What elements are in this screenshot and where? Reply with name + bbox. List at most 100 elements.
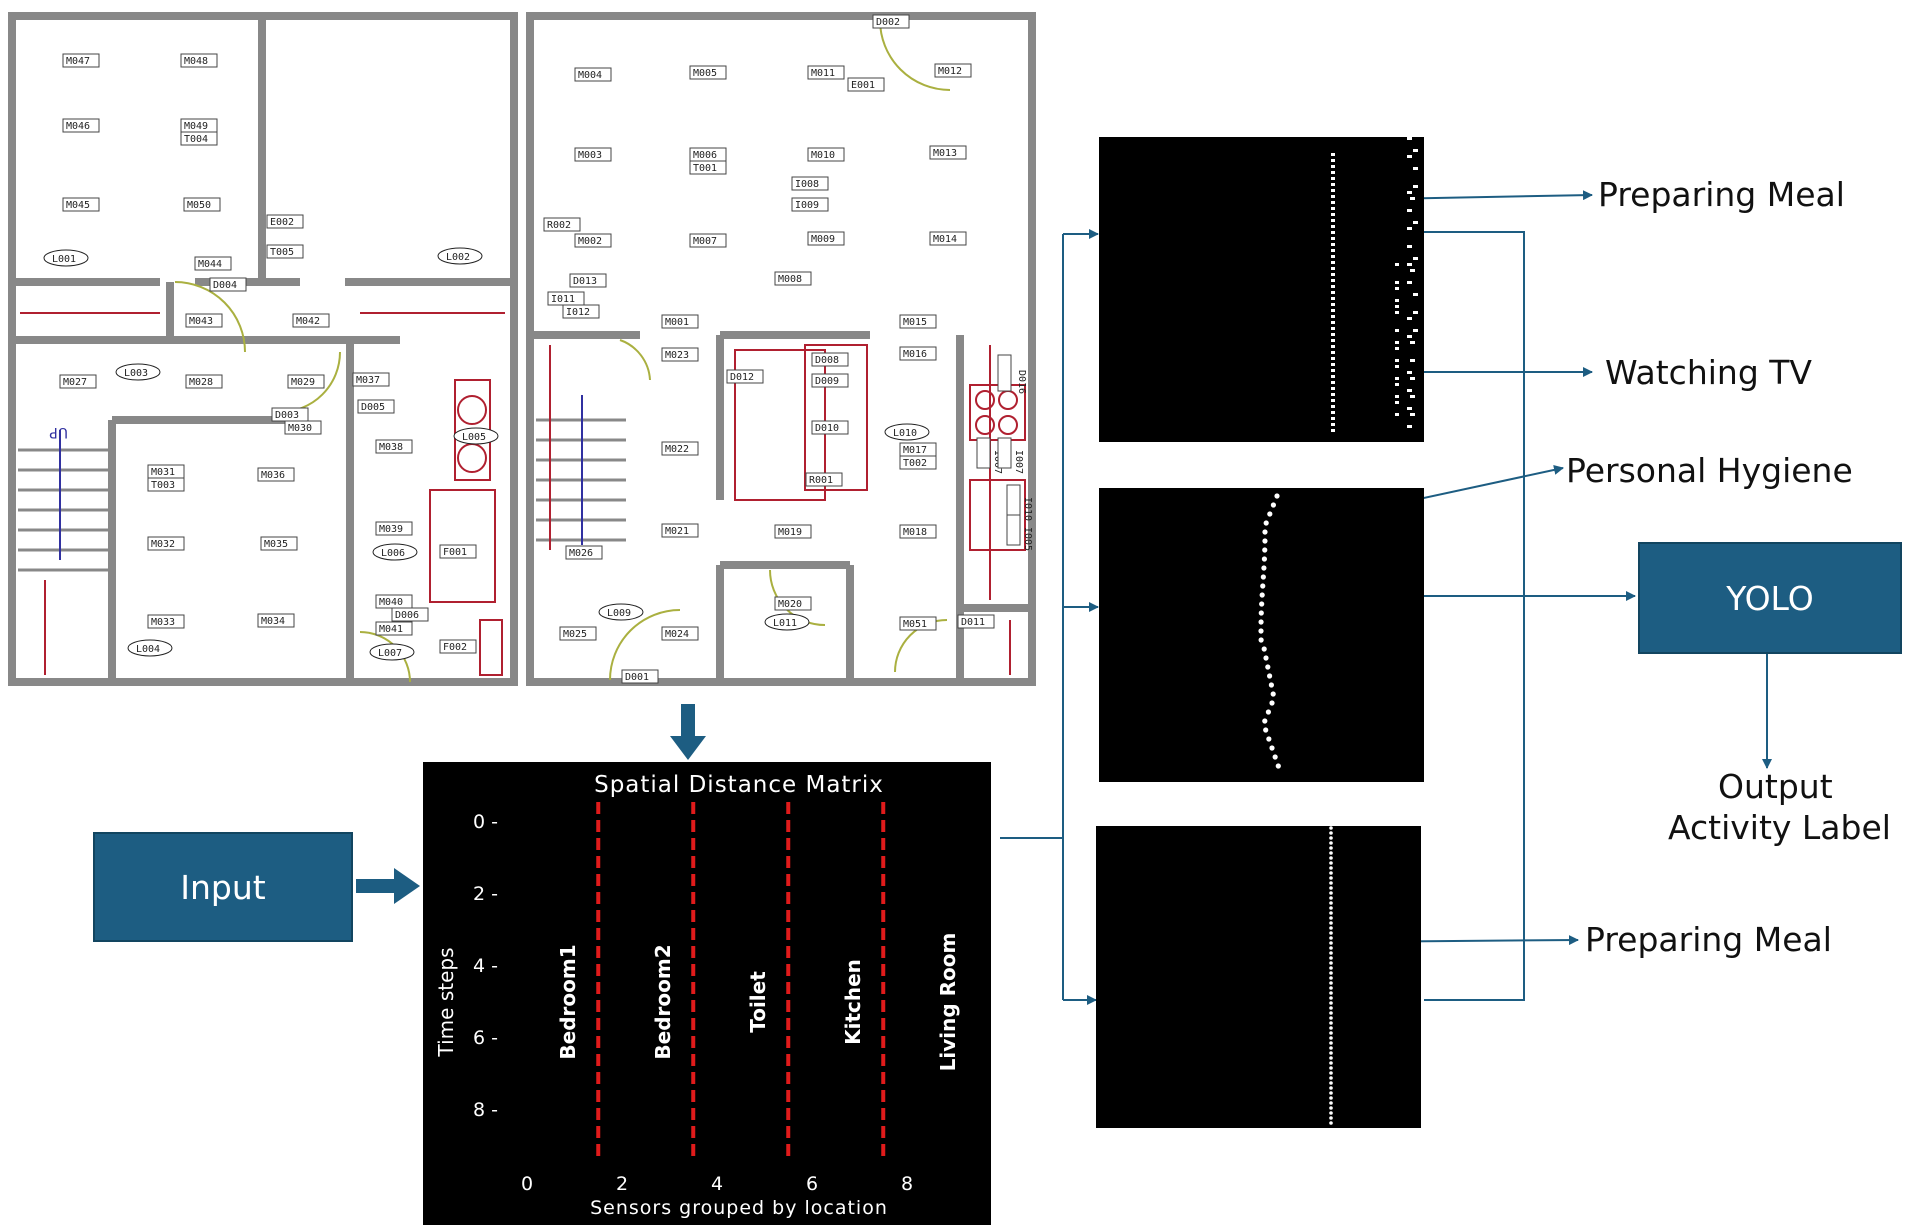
sensor-tag: M018: [899, 524, 937, 539]
svg-text:M038: M038: [379, 442, 403, 453]
sensor-tag: M044: [194, 256, 232, 271]
pattern-dot: [1329, 1061, 1333, 1065]
pattern-dot: [1260, 574, 1266, 580]
svg-text:T002: T002: [903, 458, 927, 469]
light-tag: L003: [115, 363, 161, 381]
pattern-dot: [1329, 936, 1333, 940]
x-tick: 8: [901, 1173, 913, 1195]
svg-text:M005: M005: [693, 68, 717, 79]
svg-text:I007: I007: [1013, 450, 1024, 474]
svg-text:M050: M050: [187, 200, 211, 211]
pattern-dot: [1270, 691, 1276, 697]
pattern-dot: [1329, 1091, 1333, 1095]
sensor-tag: M043: [185, 313, 223, 328]
pattern-dot: [1395, 299, 1399, 302]
svg-text:M019: M019: [778, 527, 802, 538]
svg-text:L005: L005: [462, 432, 486, 443]
svg-text:D001: D001: [625, 672, 649, 683]
pattern-dot: [1274, 493, 1280, 499]
pattern-dot: [1329, 1066, 1333, 1070]
pattern-dot: [1331, 381, 1335, 384]
floorplan-to-matrix-arrow: [670, 704, 706, 760]
pattern-dot: [1265, 664, 1271, 670]
sensor-tag: M016: [899, 346, 937, 361]
sensor-tag: M019: [774, 524, 812, 539]
pattern-dot: [1413, 221, 1418, 224]
sensor-tag: M015: [899, 314, 937, 329]
pattern-dot: [1329, 1001, 1333, 1005]
pattern-dot: [1395, 359, 1399, 362]
pattern-dot: [1331, 369, 1335, 372]
pattern-dot: [1263, 655, 1269, 661]
pattern-dot: [1329, 836, 1333, 840]
svg-text:M043: M043: [189, 316, 213, 327]
svg-text:M045: M045: [66, 200, 90, 211]
sensor-tag: M029: [287, 374, 325, 389]
x-axis-label: Sensors grouped by location: [590, 1197, 888, 1219]
sensor-tag: M013: [929, 145, 967, 160]
pattern-dot: [1329, 981, 1333, 985]
pattern-dot: [1410, 413, 1415, 416]
pattern-dot: [1331, 315, 1335, 318]
pattern-dot: [1329, 1031, 1333, 1035]
pattern-dot: [1262, 547, 1268, 553]
svg-text:M012: M012: [938, 66, 962, 77]
pattern-dot: [1395, 413, 1399, 416]
pattern-dot: [1410, 197, 1415, 200]
pattern-dot: [1331, 351, 1335, 354]
light-tag: L010: [884, 423, 930, 441]
output-label-line1: Output: [1718, 767, 1833, 806]
pattern-dot: [1329, 911, 1333, 915]
svg-text:D008: D008: [815, 355, 839, 366]
pattern-dot: [1331, 333, 1335, 336]
matrix-title: Spatial Distance Matrix: [594, 772, 884, 798]
pattern-dot: [1329, 891, 1333, 895]
sensor-tag: M023: [661, 347, 699, 362]
svg-text:L003: L003: [124, 368, 148, 379]
room-dividers: [596, 802, 886, 1157]
svg-text:M039: M039: [379, 524, 403, 535]
y-tick: 6 -: [473, 1027, 498, 1049]
light-tag: L011: [764, 613, 810, 631]
pattern-dot: [1413, 293, 1418, 296]
pattern-dot: [1331, 183, 1335, 186]
sensor-tag: D011: [957, 614, 995, 629]
light-tag: L004: [127, 639, 173, 657]
pattern-dot: [1407, 245, 1412, 248]
sensor-tag: M048: [180, 53, 218, 68]
pattern-dot: [1413, 257, 1418, 260]
pattern-dot: [1329, 826, 1333, 830]
pattern-dot: [1413, 329, 1418, 332]
pattern-dot: [1410, 377, 1415, 380]
pattern-dot: [1329, 1076, 1333, 1080]
sensor-tag: D010: [811, 420, 849, 435]
svg-text:T001: T001: [693, 163, 717, 174]
activity-image-panel-1: [1099, 137, 1424, 442]
pattern-dot: [1258, 637, 1264, 643]
pattern-dot: [1410, 395, 1415, 398]
pattern-dot: [1262, 529, 1268, 535]
svg-text:M031: M031: [151, 467, 175, 478]
pattern-dot: [1407, 209, 1412, 212]
svg-text:D004: D004: [213, 280, 237, 291]
svg-text:T004: T004: [184, 134, 208, 145]
y-axis-label: Time steps: [434, 948, 458, 1058]
pattern-dot: [1329, 951, 1333, 955]
pattern-dot: [1331, 159, 1335, 162]
svg-text:M026: M026: [569, 548, 593, 559]
y-tick: 2 -: [473, 883, 498, 905]
pattern-dot: [1395, 329, 1399, 332]
sensor-tag: M034: [257, 613, 295, 628]
pattern-dot: [1413, 149, 1418, 152]
pattern-dot: [1329, 1056, 1333, 1060]
pattern-dot: [1329, 896, 1333, 900]
svg-text:D009: D009: [815, 376, 839, 387]
pattern-dot: [1329, 1021, 1333, 1025]
pattern-dot: [1329, 996, 1333, 1000]
pattern-dot: [1329, 1046, 1333, 1050]
svg-text:M046: M046: [66, 121, 90, 132]
pattern-dot: [1262, 718, 1268, 724]
room-label-bedroom2: Bedroom2: [651, 944, 675, 1059]
pattern-dot: [1329, 1116, 1333, 1120]
pattern-dot: [1329, 1051, 1333, 1055]
